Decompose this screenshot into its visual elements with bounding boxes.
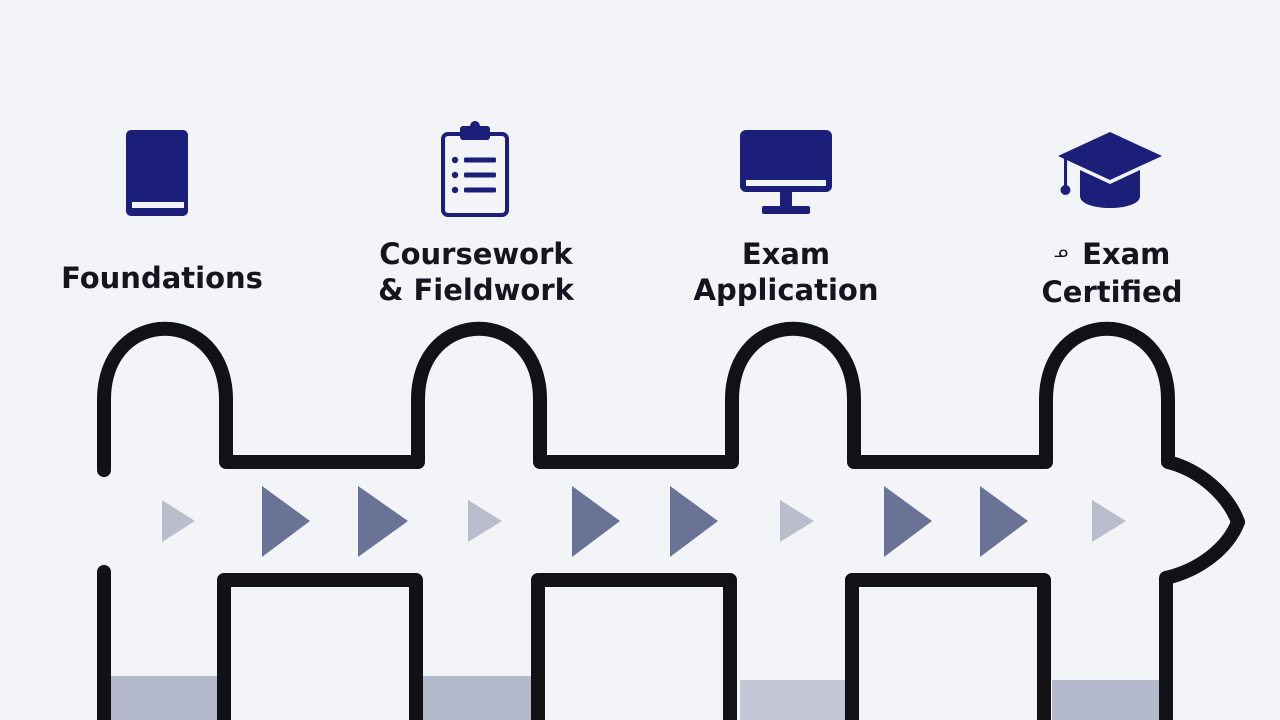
clipboard-icon	[441, 121, 509, 217]
stage-label-line: Foundations	[61, 261, 263, 295]
arrow-small	[162, 500, 195, 542]
arrow-large	[884, 486, 932, 557]
track-end-outline	[1159, 515, 1245, 720]
arrow-large	[262, 486, 310, 557]
graduation-cap-icon	[1058, 132, 1162, 208]
arrow-large	[670, 486, 718, 557]
band-2	[420, 676, 532, 720]
monitor-icon	[740, 130, 832, 214]
stage-label-foundations: Foundations	[52, 260, 272, 296]
arrow-large	[572, 486, 620, 557]
stage-label-line: Certified	[1041, 275, 1183, 309]
stage-label-line-with-glyph: ᓄ Exam	[1012, 236, 1212, 274]
track-bottom-notches	[217, 573, 1051, 720]
stage-label-line: Exam	[1082, 237, 1171, 271]
stage-label-line: Application	[693, 273, 879, 307]
band-1	[108, 676, 218, 720]
arrow-small	[780, 500, 814, 542]
arrow-small	[1092, 500, 1126, 542]
stage-label-coursework: Coursework & Fieldwork	[356, 236, 596, 308]
arrow-large	[358, 486, 408, 557]
small-glyph: ᓄ	[1053, 242, 1069, 262]
book-icon	[126, 130, 188, 216]
arrow-large	[980, 486, 1028, 557]
track-top-outline	[97, 321, 1245, 529]
stage-label-line: Exam	[741, 237, 831, 271]
stage-label-certified: ᓄ Exam Certified	[1012, 236, 1212, 310]
band-3	[740, 680, 848, 720]
stage-label-exam-application: Exam Application	[670, 236, 902, 308]
band-4	[1052, 680, 1162, 720]
stage-label-line: Coursework	[379, 237, 573, 271]
stage-label-line: & Fieldwork	[378, 273, 574, 307]
direction-arrows	[162, 486, 1126, 557]
arrow-small	[468, 500, 502, 542]
